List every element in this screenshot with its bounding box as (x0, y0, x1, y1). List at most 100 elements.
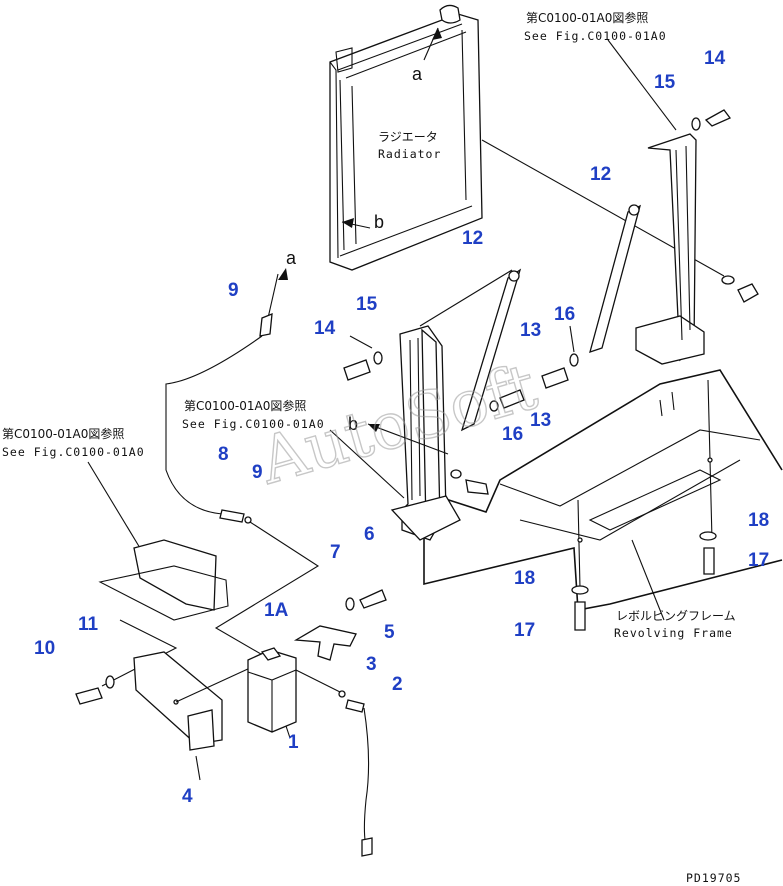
callout-10: 10 (34, 638, 55, 659)
pointer-a-top: a (412, 64, 423, 84)
radiator-label-en: Radiator (378, 147, 441, 161)
tank-edges (247, 669, 297, 732)
arrowhead-b-top (342, 218, 354, 228)
callout-18-right: 18 (748, 510, 769, 531)
callout-16-lower: 16 (502, 424, 523, 445)
bolt-mid-lower (465, 479, 489, 495)
ref-mid-en: See Fig.C0100-01A0 (182, 417, 325, 431)
center-stay-bracket (390, 268, 522, 541)
bolt-17-center (574, 601, 586, 631)
drain-hose (363, 707, 370, 853)
pointer-arrow-b-mid (367, 423, 449, 455)
left-mount-bracket (133, 539, 217, 611)
hose-end-9-top (259, 312, 273, 337)
callout-15-mid: 15 (356, 294, 378, 315)
hose-joint-8 (219, 509, 245, 523)
mount-plate-tab (187, 709, 215, 751)
callout-9-lower: 9 (252, 462, 263, 483)
leader-4 (195, 755, 201, 781)
clamp-3 (338, 690, 346, 698)
tank-cap-1A (260, 647, 282, 661)
callout-1A: 1A (264, 600, 289, 621)
callout-14-mid: 14 (314, 318, 336, 339)
ref-left-en: See Fig.C0100-01A0 (2, 445, 145, 459)
callout-16-mid: 16 (554, 304, 575, 325)
arrowhead-b-mid (368, 424, 380, 432)
clamp-9-lower (244, 516, 252, 524)
callout-12-center: 12 (462, 228, 483, 249)
callout-9-top: 9 (228, 280, 239, 301)
washer-15-mid (373, 351, 383, 365)
watermark-autosoft: AutoSoft (251, 350, 545, 500)
callout-11: 11 (78, 614, 99, 635)
frame-label-en: Revolving Frame (614, 626, 733, 640)
callout-17-center: 17 (514, 620, 535, 641)
washer-7 (345, 597, 355, 611)
reference-leader-top (607, 39, 677, 131)
callout-5: 5 (384, 622, 395, 643)
bolt-6 (359, 589, 387, 609)
bolt-14-top (704, 109, 732, 127)
callout-13-mid: 13 (520, 320, 541, 341)
washer-mid-lower (450, 469, 462, 479)
ref-mid-leader (329, 429, 405, 499)
drain-line (295, 669, 341, 693)
tank-band-5 (293, 625, 357, 661)
callout-13-lower: 13 (530, 410, 551, 431)
callout-12-right: 12 (590, 164, 611, 185)
callout-17-right: 17 (748, 550, 769, 571)
callout-18-center: 18 (514, 568, 535, 589)
washer-11 (105, 675, 115, 689)
bolt-13-lower (499, 389, 525, 409)
hose-joint-2 (345, 699, 365, 713)
callout-14-top: 14 (704, 48, 726, 69)
washer-18-right (699, 531, 717, 541)
arrowhead-a-left (278, 268, 288, 280)
bolt-14-mid (343, 359, 371, 381)
overflow-hose (165, 335, 263, 515)
plate-tank-line (175, 667, 251, 703)
leader-16-mid (569, 325, 575, 353)
bracket-outline-lines (214, 521, 320, 673)
ref-top-en: See Fig.C0100-01A0 (524, 29, 667, 43)
ref-mid-jp: 第C0100-01A0図参照 (184, 398, 306, 413)
callout-6: 6 (364, 524, 375, 545)
left-plane-outline (98, 565, 229, 621)
bolt-17-right (703, 547, 715, 575)
ref-top-jp: 第C0100-01A0図参照 (526, 10, 648, 25)
ref-left-jp: 第C0100-01A0図参照 (2, 426, 124, 441)
right-stay-bracket (589, 133, 705, 365)
washer-18-center (571, 585, 589, 595)
callout-1: 1 (288, 732, 299, 753)
washer-15-top (691, 117, 701, 131)
washer-right-upper (721, 275, 735, 285)
washer-16-mid (569, 353, 579, 367)
revolving-frame (423, 369, 783, 611)
pointer-a-left: a (286, 248, 297, 268)
callout-2: 2 (392, 674, 403, 695)
arrowhead-a-top (432, 28, 442, 40)
pointer-arrow-a-left (267, 273, 279, 319)
frame-leader (631, 539, 665, 621)
leader-1 (285, 725, 291, 739)
radiator-label-jp: ラジエータ (378, 130, 438, 144)
callout-4: 4 (182, 786, 193, 807)
radiator-drawing (329, 4, 483, 271)
pointer-b-top: b (374, 212, 384, 232)
leader-14-mid (349, 335, 373, 349)
bolt-right-upper (737, 283, 759, 303)
callout-15-top: 15 (654, 72, 676, 93)
plate-outline-lines (101, 619, 178, 687)
washer-16-lower (489, 400, 499, 412)
pointer-b-mid: b (348, 414, 358, 434)
callout-7: 7 (330, 542, 341, 563)
drain-hose-end (361, 837, 373, 857)
callout-8: 8 (218, 444, 229, 465)
bolt-13-mid (541, 367, 569, 389)
ref-left-leader (87, 461, 141, 549)
bolt-10 (75, 687, 103, 705)
callout-3: 3 (366, 654, 377, 675)
diagram-code: PD19705 (686, 871, 741, 885)
